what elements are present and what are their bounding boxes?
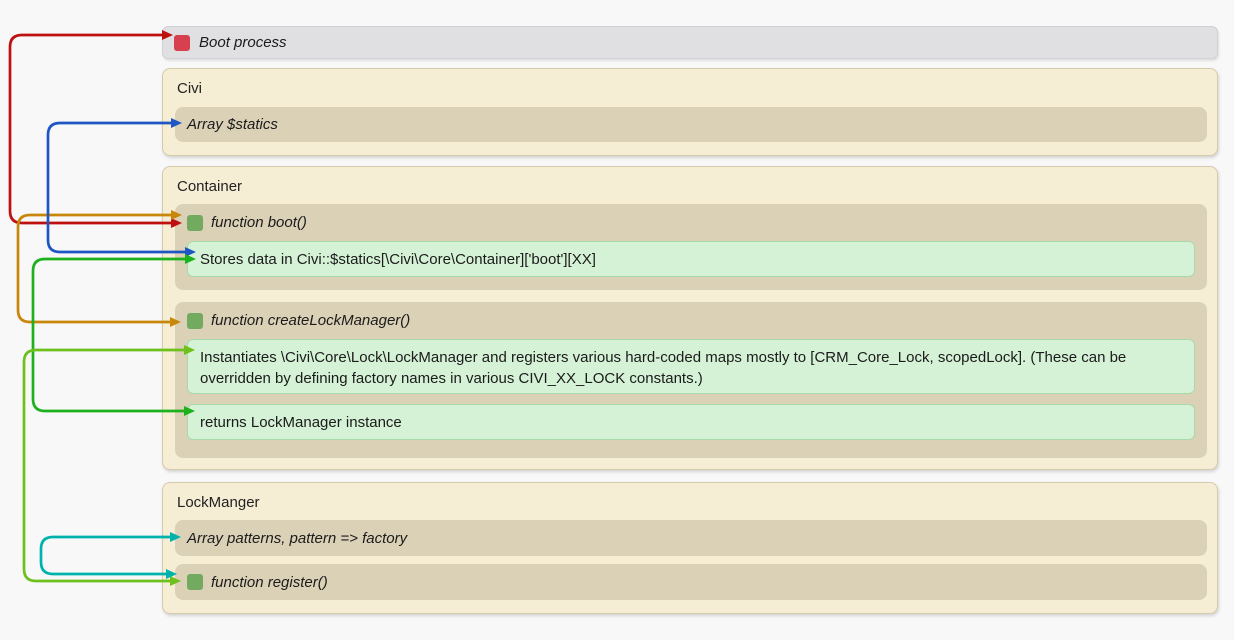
arrow-array-patterns--function-register: [39, 532, 181, 579]
array-statics-label: Array $statics: [187, 116, 278, 133]
boot-process-node: Boot process: [162, 26, 1218, 59]
container-section: Container function boot() Stores data in…: [162, 166, 1218, 470]
array-patterns-label: Array patterns, pattern => factory: [187, 529, 408, 547]
function-register-node: function register(): [175, 564, 1207, 600]
function-boot-label: function boot(): [211, 214, 307, 231]
array-patterns-node: Array patterns, pattern => factory: [175, 520, 1207, 556]
boot-process-label: Boot process: [199, 34, 287, 51]
returns-instance-text: returns LockManager instance: [200, 413, 402, 431]
function-boot-row: function boot(): [187, 214, 307, 231]
arrow-function-boot--function-create-lock-manager: [16, 210, 182, 327]
arrow-boot-process--function-boot: [8, 30, 182, 228]
stores-data-text: Stores data in Civi::$statics[\Civi\Core…: [200, 250, 596, 268]
civi-section-title: Civi: [177, 80, 202, 97]
lock-manager-section-title: LockManger: [177, 494, 260, 511]
array-statics-node: Array $statics: [175, 107, 1207, 142]
create-lock-manager-group: function createLockManager() Instantiate…: [175, 302, 1207, 458]
function-icon: [187, 214, 203, 231]
returns-instance-note: returns LockManager instance: [187, 404, 1195, 440]
function-icon: [187, 574, 203, 590]
function-boot-group: function boot() Stores data in Civi::$st…: [175, 204, 1207, 290]
create-lock-manager-label: function createLockManager(): [211, 312, 411, 329]
create-lock-manager-row: function createLockManager(): [187, 312, 410, 329]
instantiates-text: Instantiates \Civi\Core\Lock\LockManager…: [200, 349, 1127, 387]
instantiates-note: Instantiates \Civi\Core\Lock\LockManager…: [187, 339, 1195, 394]
container-section-title: Container: [177, 178, 243, 195]
civi-section: Civi Array $statics: [162, 68, 1218, 156]
function-register-label: function register(): [211, 573, 328, 591]
boot-process-icon: [174, 34, 190, 51]
lock-manager-section: LockManger Array patterns, pattern => fa…: [162, 482, 1218, 614]
function-icon: [187, 312, 203, 329]
stores-data-note: Stores data in Civi::$statics[\Civi\Core…: [187, 241, 1195, 277]
